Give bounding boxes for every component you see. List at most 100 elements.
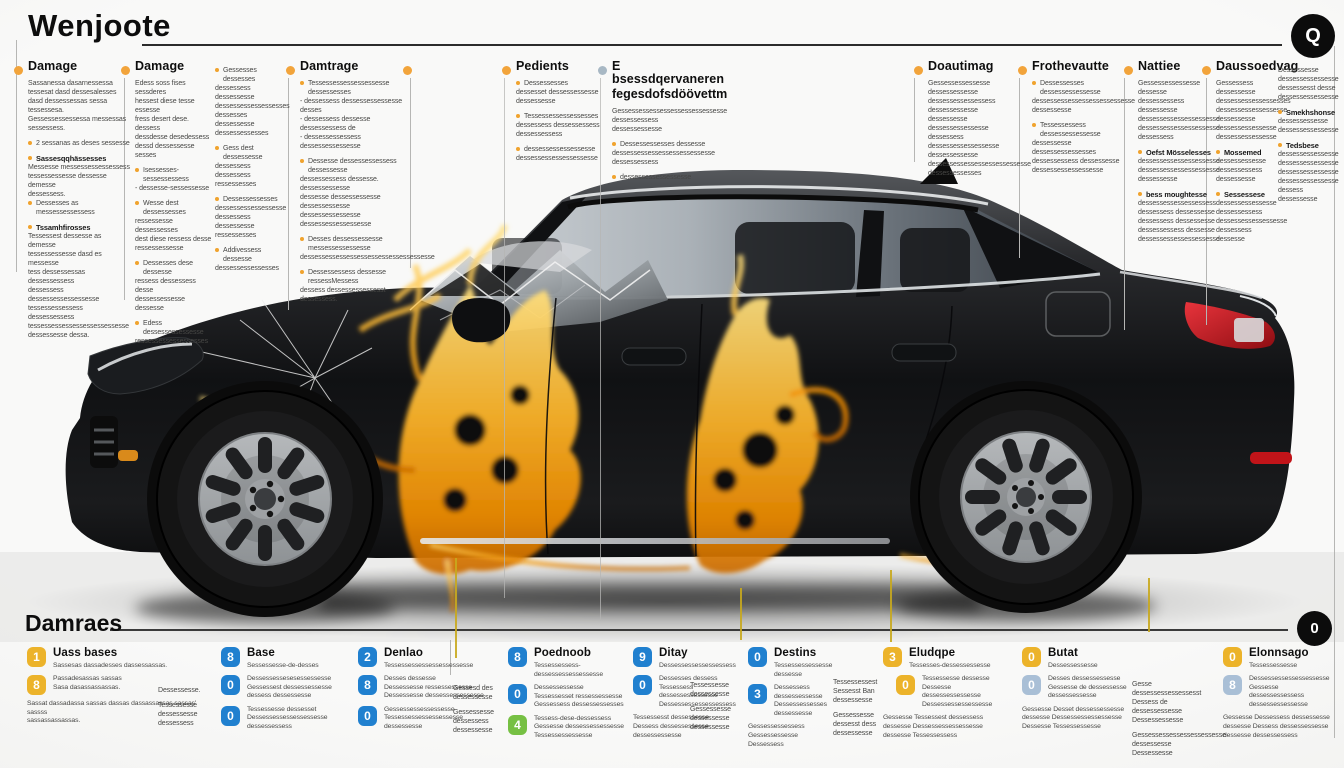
annotation-text-line: dessessess dessessesse [1138, 218, 1215, 225]
annotation-text-line: dessessesse [516, 98, 556, 105]
annotation-text-line: dessessessessessesses [215, 103, 290, 110]
damage-text-line: Dessessessessessessesse [1249, 675, 1330, 682]
annotation-text-line: dessessessessessessessessesse [1032, 98, 1135, 105]
annotation-column: Damtrage Tessessessessessessesse dessess… [286, 60, 435, 304]
leader-line [1334, 46, 1335, 738]
annotation-text-line: Tssamhfirosses [28, 223, 130, 232]
annotation-text-line: tess dessessessas dessessessess [28, 269, 86, 285]
damage-sublabel: Tessessessesse [1249, 662, 1298, 669]
annotation-column: Nattiee Gessessessessesse dessesse desse… [1124, 59, 1220, 244]
underbody-shadow [320, 584, 980, 610]
leader-line [124, 78, 125, 300]
annotation-text-line: Isessesses-sessessessess [135, 166, 215, 184]
damage-group: 8 Poednoob Tessessessess-dessessessesses… [508, 647, 628, 746]
annotation-heading: E bsessdqervaneren [612, 59, 725, 86]
annotation-text-line: Edess dessessessessesse [135, 319, 215, 337]
annotation-text-line: Gess dest dessessesse [215, 144, 287, 162]
damage-text-line: Tessessesst dessessesse [633, 714, 709, 722]
annotation-text-line: dessessessessessessessessessessessesse [300, 254, 435, 261]
damage-text-line: Sasa dasassassassas. [53, 683, 121, 691]
note-line: dessessesse [1132, 741, 1172, 748]
rear-door-handle [891, 343, 957, 362]
damage-text-line: Dessessessesse [534, 684, 584, 691]
damage-label: Base [247, 647, 275, 659]
annotation-text-line: dessessessess [612, 117, 659, 124]
annotation-text-line: dessessessessessesse [1216, 218, 1288, 225]
damage-row: 8 Base Sessessesse-de-desses [221, 647, 353, 670]
annotation-text-line: dessessesst desse [1278, 85, 1336, 92]
note-line: dessessesse [690, 715, 730, 722]
annotation-text-line: dessessessesse [1278, 118, 1328, 125]
annotation-heading: Doautimag [928, 59, 994, 73]
damage-text-line: Dessesse Tessessessesse [1022, 722, 1101, 730]
annotation-heading: Pedients [516, 59, 569, 73]
note-line: Tessessesse [690, 682, 729, 689]
annotation-text-line: dessessessessesse [1278, 76, 1339, 83]
damage-label: Uass bases [53, 647, 118, 659]
damage-text-line: dessessessess [247, 722, 292, 730]
interior-shadow [735, 222, 855, 294]
antenna-fin-icon [920, 158, 958, 184]
damage-text-line: Gessesse Desset dessessessesse [1022, 705, 1125, 713]
annotation-text-line: hessest diese tesse essesse [135, 98, 195, 114]
annotation-text-line: dessessess dessessesse [1138, 209, 1215, 216]
annotation-text-line: dessessesse [1032, 107, 1072, 114]
annotation-text-line: Tessessessessessessesse dessessesses [300, 79, 410, 97]
b-pillar [856, 210, 884, 297]
rear-headrest [900, 228, 970, 292]
damage-row: 3 Eludqpe Tessesses-dessessessesse [883, 647, 1003, 670]
annotation-text-line: dessessesse [1216, 176, 1256, 183]
annotation-heading: Daussoedvag [1216, 59, 1299, 73]
annotation-text-line: dessessess dessessess [215, 163, 251, 179]
damage-sublabel: Tessessessessesse dessesse [774, 662, 833, 678]
annotation-text-line: Sassesqqhässesses [28, 154, 130, 163]
damage-label: Destins [774, 647, 817, 659]
annotation-text-line: dessessessessessessessessesse [612, 150, 715, 157]
annotation-text-line: tessesat dasd dessesalesses [28, 89, 117, 96]
damage-text-line: dessessesse [774, 709, 813, 717]
annotation-column: Damage Edess soss fises sessderes hesses… [121, 60, 215, 346]
damage-count-badge: 0 [1022, 675, 1041, 695]
damage-text-line: Gessesse Tessessest dessessess [883, 714, 984, 722]
damage-label: Eludqpe [909, 647, 956, 659]
annotation-text-line: dessessess dessesse [1216, 227, 1252, 243]
corner-number-badge-top: Q [1291, 14, 1335, 58]
annotation-text-line: Dessessessesses [215, 195, 287, 204]
damage-text-line: Dessessesse dessessessessesse [384, 692, 484, 700]
note-line: Dessessesse [1132, 750, 1173, 757]
damage-sublabel: Sessessesse-de-desses [247, 662, 319, 669]
annotation-text-line: Gessessessessessa messessas [28, 116, 127, 123]
damage-text-line: Tessessessessessessesse [384, 714, 463, 722]
note-line: Tessessesse [158, 702, 197, 709]
damage-text-line: Desses dessessessesse [1048, 675, 1121, 682]
damage-group: 1 Uass bases Sassesas dassadesses dasses… [27, 647, 205, 731]
rear-wheel [910, 381, 1142, 613]
annotation-text-line: 2 sessanas as deses sessesse [28, 139, 130, 148]
damage-text-line: Gessessessessessesse [384, 705, 455, 713]
annotation-text-line: dessessesse [1138, 176, 1178, 183]
damage-text-line: dessess dessessesse [247, 692, 312, 700]
damage-count-badge: 0 [221, 675, 240, 695]
annotation-text-line: dest diese ressess desse [135, 236, 212, 243]
damage-count-badge: 3 [883, 647, 902, 667]
damage-text-line: Dessessessessessessess [659, 700, 736, 708]
damage-sublabel: Sassesas dassadesses dassessassas. [53, 662, 168, 669]
damage-count-badge: 0 [896, 675, 915, 695]
annotation-text-line: dessessessessessesse [612, 173, 710, 182]
damages-heading: Damraes [25, 610, 123, 636]
damage-text-line: Dessessessesesessessesse [247, 675, 332, 682]
damage-row: 0 Butat Dessessessesse [1022, 647, 1130, 670]
note-line: Dessessesse. [158, 687, 201, 694]
annotation-heading: Nattiee [1138, 59, 1181, 73]
annotation-text-line: Dessesses dese dessesse [135, 259, 215, 277]
leader-line-yellow [740, 588, 742, 640]
annotation-text-line: dessessess. [28, 191, 66, 198]
annotation-text-line: ressess dessessess desse [135, 278, 196, 294]
damage-label: Poednoob [534, 647, 592, 659]
annotation-text-line: dessessessessessessesse [1138, 125, 1220, 132]
note-line: Gessessessessessessessesse [1132, 732, 1226, 739]
